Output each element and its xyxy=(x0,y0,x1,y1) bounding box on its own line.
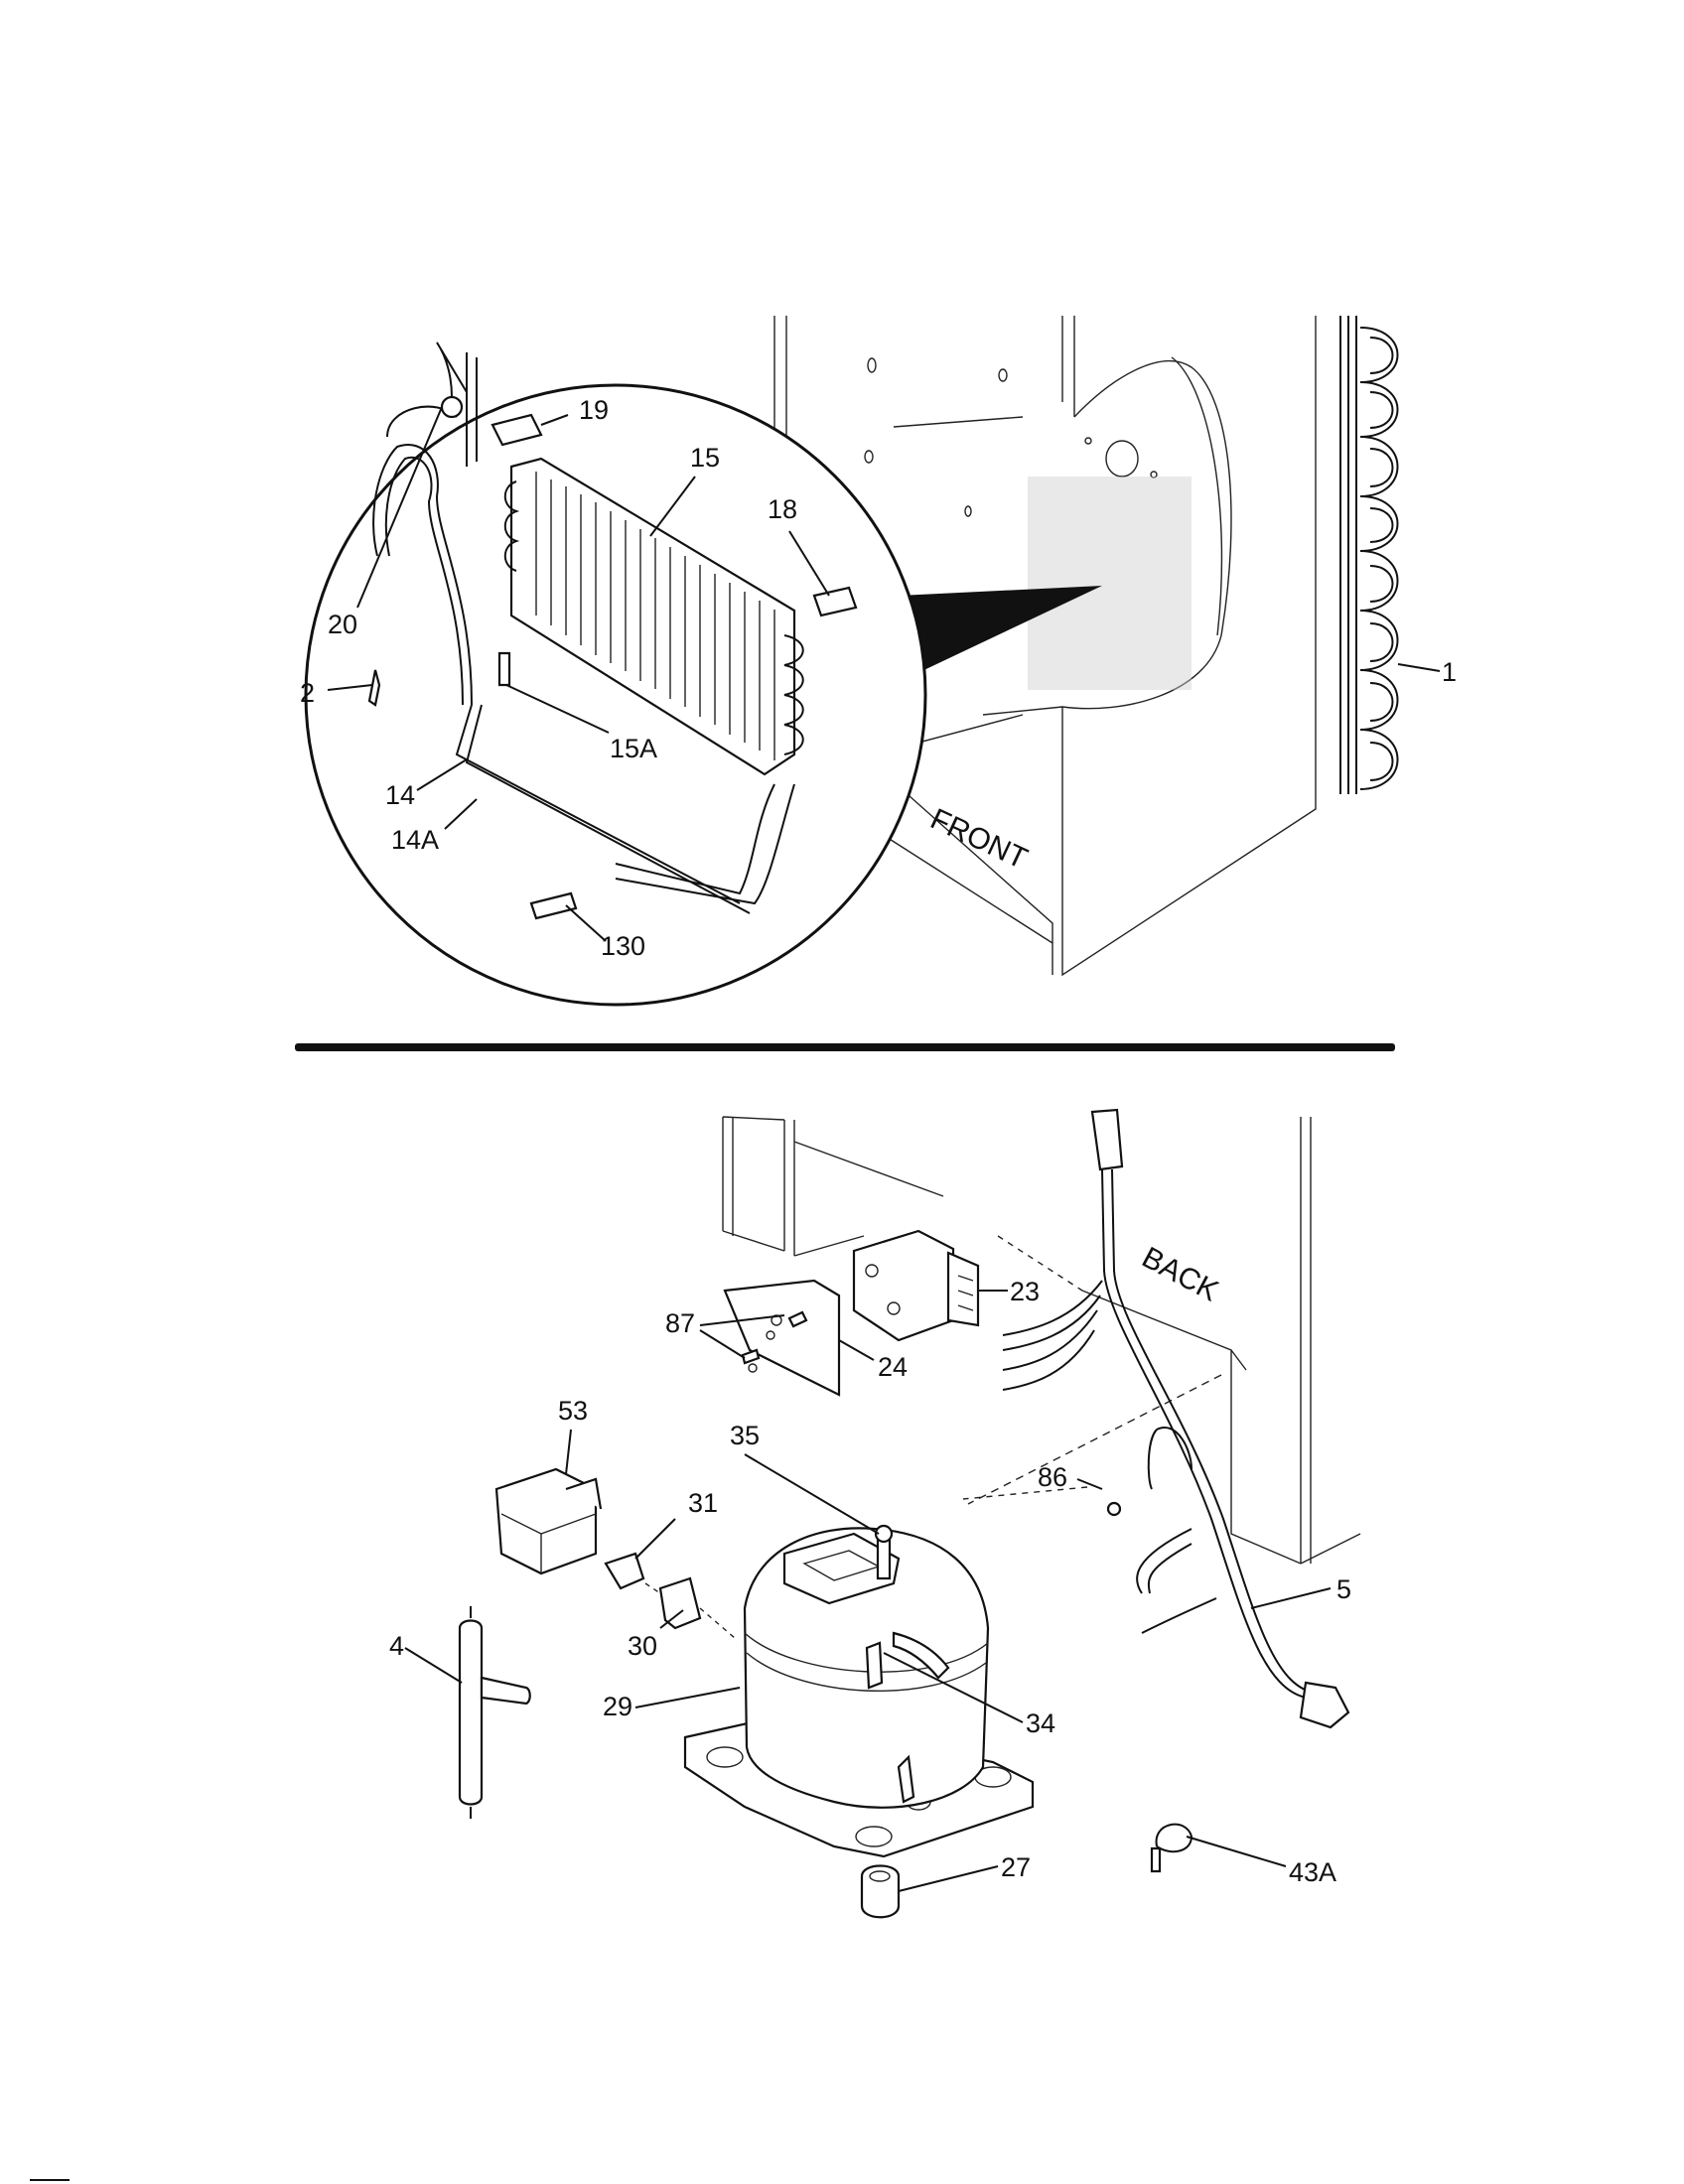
relay-assembly xyxy=(494,1467,736,1639)
callout-27: 27 xyxy=(1001,1852,1031,1882)
callout-14A: 14A xyxy=(391,825,439,855)
filter-drier xyxy=(458,1606,531,1819)
callout-130: 130 xyxy=(601,931,645,961)
callout-1: 1 xyxy=(1442,657,1457,687)
callout-15: 15 xyxy=(690,443,720,473)
section-divider xyxy=(295,1043,1395,1051)
part-18-pad xyxy=(812,586,858,617)
callout-14: 14 xyxy=(385,780,415,810)
condenser-coil xyxy=(1339,316,1399,794)
callout-20: 20 xyxy=(328,610,357,639)
part-30-overload xyxy=(658,1576,702,1630)
top-small-parts xyxy=(367,413,858,920)
evaporator xyxy=(372,341,804,914)
timer-bracket xyxy=(723,1279,841,1397)
top-cabinet-outline xyxy=(773,316,1317,977)
callout-30: 30 xyxy=(628,1631,657,1661)
callout-2: 2 xyxy=(300,678,315,708)
part-130-plug xyxy=(529,891,578,920)
front-label: FRONT xyxy=(925,802,1033,876)
callout-35: 35 xyxy=(730,1421,760,1450)
defrost-timer xyxy=(852,1229,980,1342)
magnifier-circle xyxy=(304,383,927,1007)
callout-18: 18 xyxy=(768,494,797,524)
callout-86: 86 xyxy=(1038,1462,1067,1492)
callout-34: 34 xyxy=(1026,1708,1055,1738)
callout-19: 19 xyxy=(579,395,609,425)
callout-87: 87 xyxy=(665,1308,695,1338)
top-leader-lines xyxy=(327,406,1441,942)
callout-43A: 43A xyxy=(1289,1857,1336,1887)
callout-5: 5 xyxy=(1336,1574,1351,1604)
part-31-clip xyxy=(604,1552,645,1590)
callout-4: 4 xyxy=(389,1631,404,1661)
callout-24: 24 xyxy=(878,1352,908,1382)
power-cord-wiring xyxy=(1002,1108,1350,1729)
bottom-leader-lines xyxy=(404,1290,1332,1892)
part-2-clip xyxy=(367,669,381,707)
callout-15A: 15A xyxy=(610,734,657,763)
callout-29: 29 xyxy=(603,1692,632,1721)
part-19-pad xyxy=(491,413,543,447)
bottom-cabinet-outline xyxy=(722,1116,1361,1565)
part-15A-heater xyxy=(497,651,511,687)
back-label: BACK xyxy=(1137,1241,1224,1307)
compressor xyxy=(683,1524,1035,1858)
callout-53: 53 xyxy=(558,1396,588,1426)
callout-23: 23 xyxy=(1010,1277,1040,1306)
callout-31: 31 xyxy=(688,1488,718,1518)
grommet-and-clamp xyxy=(860,1823,1193,1919)
